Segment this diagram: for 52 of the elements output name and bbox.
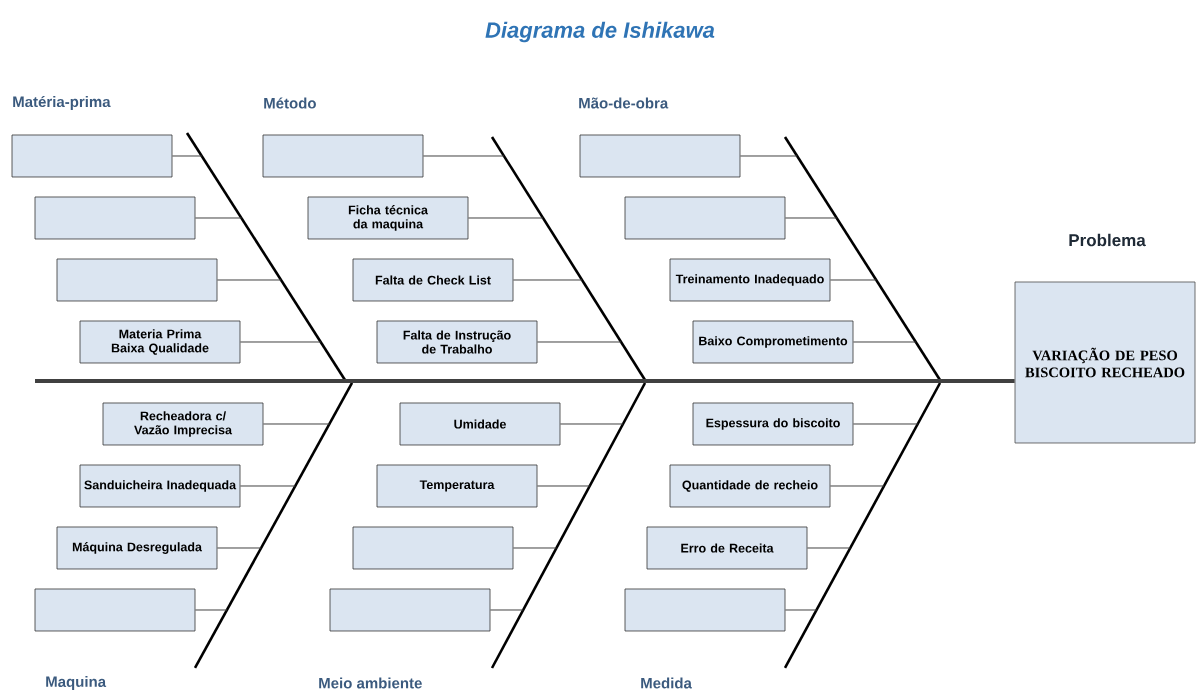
cause-box: Erro de Receita (646, 526, 808, 570)
branch-line (262, 423, 330, 425)
heading: Problema (1069, 233, 1146, 247)
branch-line (239, 341, 322, 343)
branch-line (559, 423, 624, 425)
problem-box: VARIAÇÃO DE PESO BISCOITO RECHEADO (1014, 281, 1196, 444)
cause-box: Materia Prima Baixa Qualidade (79, 320, 241, 364)
empty-box (352, 526, 514, 570)
branch-line (194, 217, 242, 219)
cause-box: Falta de Check List (352, 258, 514, 302)
spine-line (35, 379, 1015, 383)
branch-line (216, 547, 262, 549)
branch-line (194, 609, 228, 611)
branch-line (536, 485, 591, 487)
cause-box: Quantidade de recheio (669, 464, 831, 508)
branch-line (852, 423, 919, 425)
empty-box (34, 588, 196, 632)
cause-box: Espessura do biscoito (692, 402, 854, 446)
cause-box: Recheadora c/ Vazão Imprecisa (102, 402, 264, 446)
branch-line (829, 279, 877, 281)
empty-box (579, 134, 741, 178)
title: Diagrama de Ishikawa (485, 21, 715, 43)
branch-line (784, 609, 818, 611)
branch-line (784, 217, 838, 219)
cause-box: Falta de Instrução de Trabalho (376, 320, 538, 364)
branch-line (422, 155, 505, 157)
branch-line (512, 279, 583, 281)
branch-line (489, 609, 524, 611)
branch-line (512, 547, 557, 549)
branch-line (852, 341, 917, 343)
branch-line (739, 155, 798, 157)
cause-box: Sanduicheira Inadequada (79, 464, 241, 508)
empty-box (329, 588, 491, 632)
cause-box: Umidade (399, 402, 561, 446)
empty-box (624, 196, 786, 240)
cause-box: Treinamento Inadequado (669, 258, 831, 302)
cause-box: Temperatura (376, 464, 538, 508)
empty-box (56, 258, 218, 302)
empty-box (624, 588, 786, 632)
empty-box (34, 196, 196, 240)
branch-line (467, 217, 544, 219)
cause-box: Ficha técnica da maquina (307, 196, 469, 240)
branch-line (216, 279, 282, 281)
branch-line (239, 485, 296, 487)
branch-line (536, 341, 622, 343)
branch-line (829, 485, 885, 487)
empty-box (262, 134, 424, 178)
branch-line (806, 547, 851, 549)
cause-box: Baixo Comprometimento (692, 320, 854, 364)
empty-box (11, 134, 173, 178)
cause-box: Máquina Desregulada (56, 526, 218, 570)
branch-line (171, 155, 203, 157)
